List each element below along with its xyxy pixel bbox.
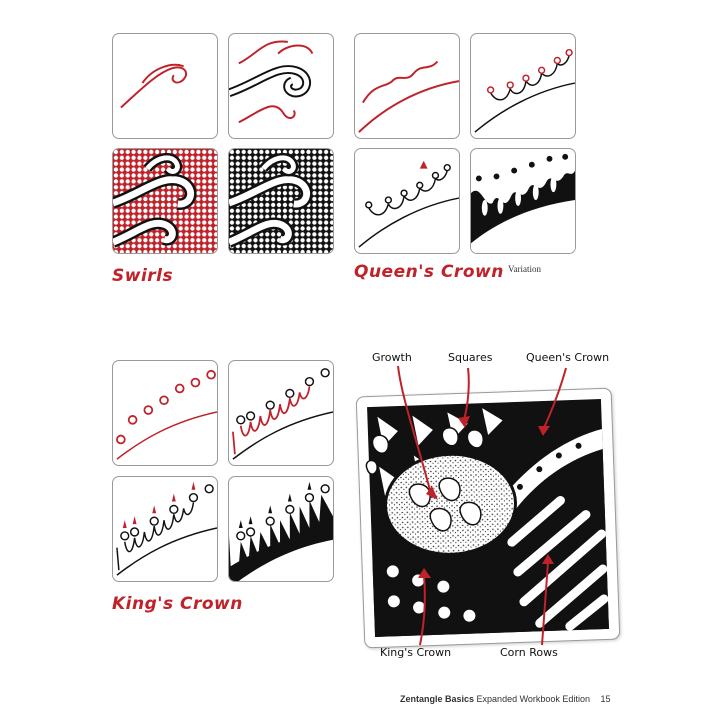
label-queens-crown: Queen's Crown: [526, 351, 610, 364]
queens-crown-title: Queen's Crown: [354, 262, 504, 282]
kings-crown-step-2: [228, 360, 334, 466]
footer-edition: Expanded Workbook Edition: [476, 694, 590, 704]
swirls-step-4: [228, 148, 334, 254]
sample-tangle-tile: [355, 387, 621, 649]
page-number: 15: [600, 694, 611, 704]
swirls-step-1: [112, 33, 218, 139]
queens-crown-step-4: [470, 148, 576, 254]
label-squares: Squares: [448, 351, 493, 364]
queens-crown-step-1: [354, 33, 460, 139]
page-footer: Zentangle Basics Expanded Workbook Editi…: [400, 694, 610, 704]
kings-crown-step-1: [112, 360, 218, 466]
kings-crown-step-3: [112, 476, 218, 582]
kings-crown-title: King's Crown: [112, 594, 243, 614]
variation-caption: Variation: [508, 264, 541, 274]
queens-crown-step-2: [470, 33, 576, 139]
swirls-title: Swirls: [112, 266, 174, 286]
kings-crown-step-4: [228, 476, 334, 582]
label-kings-crown: King's Crown: [380, 646, 452, 659]
swirls-step-2: [228, 33, 334, 139]
queens-crown-step-3: [354, 148, 460, 254]
footer-book-title: Zentangle Basics: [400, 694, 475, 704]
label-growth: Growth: [372, 351, 412, 364]
swirls-step-3: [112, 148, 218, 254]
label-corn-rows: Corn Rows: [500, 646, 558, 659]
